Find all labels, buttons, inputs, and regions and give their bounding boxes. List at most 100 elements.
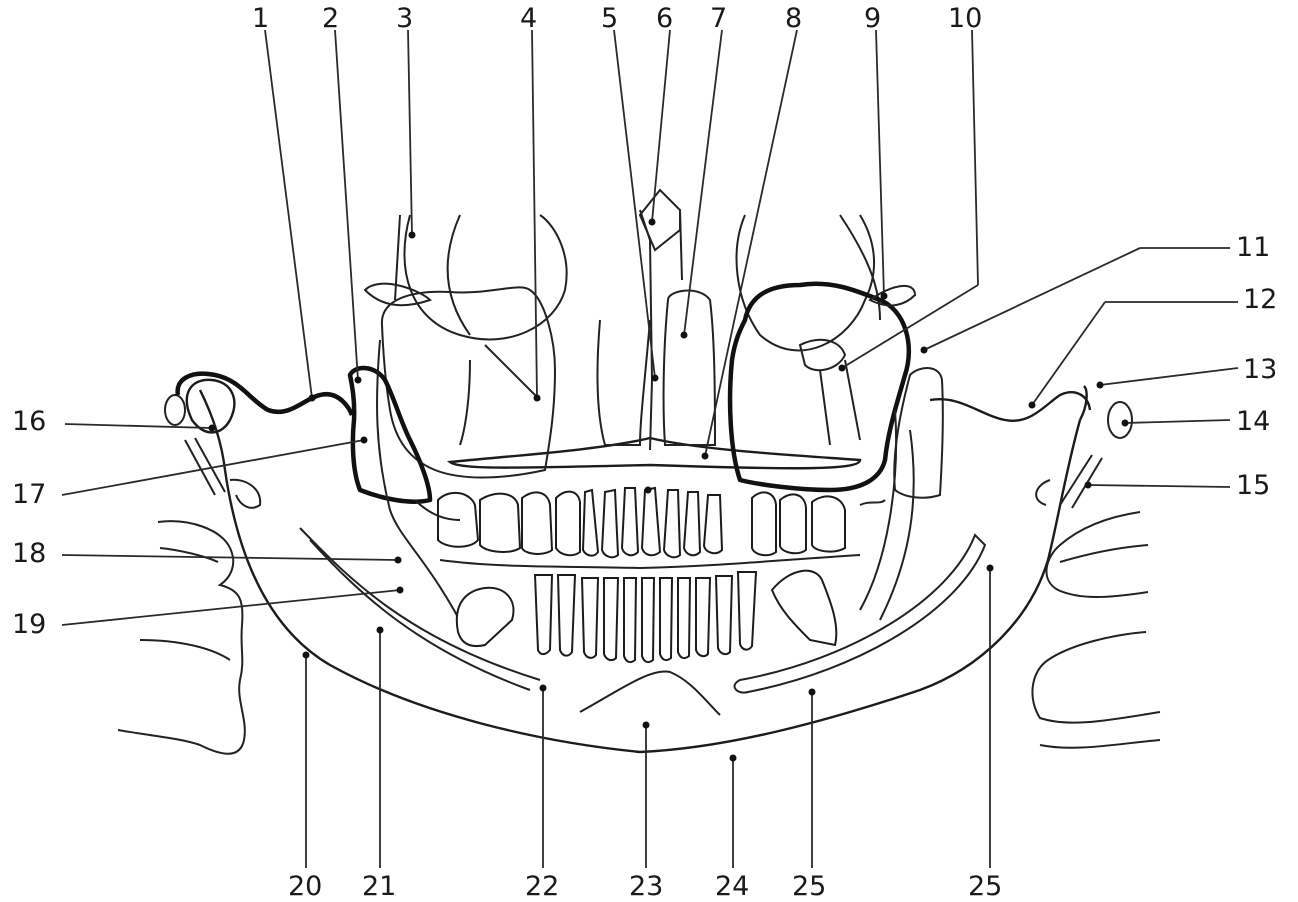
left-mastoid <box>230 480 260 508</box>
upper-teeth <box>415 488 885 557</box>
upper-tooth <box>556 492 580 556</box>
lower-tooth <box>642 578 654 662</box>
label-1: 1 <box>252 3 269 34</box>
lower-tooth <box>660 578 672 660</box>
label-15: 15 <box>1236 470 1270 501</box>
upper-tooth <box>664 490 680 557</box>
label-23: 23 <box>629 871 663 902</box>
marker-dot <box>303 652 310 659</box>
nasal-bone <box>640 190 680 250</box>
label-24: 24 <box>715 871 749 902</box>
lower-tooth <box>558 575 575 656</box>
marker-dot <box>1085 482 1092 489</box>
marker-dot <box>1122 420 1129 427</box>
left-orbit <box>404 215 566 339</box>
right-ear-lobe-shadow <box>1108 402 1132 438</box>
marker-dot <box>649 219 656 226</box>
lower-tooth <box>624 578 636 662</box>
label-5: 5 <box>601 3 618 34</box>
marker-dot <box>987 565 994 572</box>
lower-tooth <box>696 578 710 656</box>
label-21: 21 <box>362 871 396 902</box>
lower-tooth <box>582 578 598 658</box>
lower-tooth <box>772 571 836 645</box>
upper-tooth <box>522 492 552 554</box>
left-coronoid <box>377 340 470 640</box>
lower-occlusal-line <box>440 555 860 568</box>
left-orbital-floor <box>460 345 540 445</box>
marker-dot <box>309 395 316 402</box>
label-11: 11 <box>1236 232 1270 263</box>
marker-dot <box>881 293 888 300</box>
label-16: 16 <box>12 406 46 437</box>
right-mandibular-canal <box>735 535 985 693</box>
label-2: 2 <box>322 3 339 34</box>
upper-tooth <box>704 495 722 553</box>
label-12: 12 <box>1243 284 1277 315</box>
marker-dot <box>702 453 709 460</box>
marker-dot <box>377 627 384 634</box>
marker-dot <box>397 587 404 594</box>
marker-dot <box>1097 382 1104 389</box>
label-8: 8 <box>785 3 802 34</box>
upper-tooth <box>752 492 776 555</box>
right-maxillary-sinus <box>730 284 909 490</box>
marker-dot <box>643 722 650 729</box>
lower-tooth <box>716 576 732 654</box>
lower-tooth <box>678 578 690 658</box>
label-25-right: 25 <box>968 871 1002 902</box>
label-25: 25 <box>792 871 826 902</box>
upper-tooth <box>642 488 660 555</box>
left-zygomatic-arch <box>365 284 430 306</box>
upper-tooth <box>684 492 700 555</box>
left-maxillary-sinus <box>382 287 555 477</box>
label-17: 17 <box>12 479 46 510</box>
marker-dot <box>409 232 416 239</box>
marker-dot <box>652 375 659 382</box>
marker-dot <box>209 425 216 432</box>
inferior-turbinate-left <box>598 320 650 445</box>
left-ear-lobe-shadow <box>165 395 185 425</box>
label-9: 9 <box>864 3 881 34</box>
lower-tooth <box>738 572 756 650</box>
lower-tooth <box>457 588 514 646</box>
upper-tooth <box>602 490 618 557</box>
label-22: 22 <box>525 871 559 902</box>
anatomy-drawing <box>118 190 1160 754</box>
right-ramus-border <box>1080 386 1087 420</box>
lower-tooth <box>604 578 618 660</box>
label-6: 6 <box>656 3 673 34</box>
left-pterygomaxillary-fissure <box>350 368 430 502</box>
marker-dot <box>355 377 362 384</box>
marker-dot <box>1029 402 1036 409</box>
left-condyle <box>187 380 234 433</box>
hyoid-bone <box>580 672 720 715</box>
number-labels: 1 2 3 4 5 6 7 8 9 10 11 12 13 14 15 16 1… <box>12 3 1277 902</box>
upper-tooth <box>583 490 598 556</box>
label-19: 19 <box>12 609 46 640</box>
marker-dot <box>921 347 928 354</box>
label-14: 14 <box>1236 406 1270 437</box>
marker-dot <box>361 437 368 444</box>
marker-dot <box>730 755 737 762</box>
right-glenoid-fossa <box>930 392 1090 421</box>
right-mastoid <box>1036 480 1050 505</box>
label-4: 4 <box>520 3 537 34</box>
right-pterygoid-plate <box>820 360 860 445</box>
nasal-cavity <box>664 291 715 445</box>
lower-teeth <box>440 555 860 662</box>
marker-dot <box>540 685 547 692</box>
marker-dot <box>645 487 652 494</box>
label-20: 20 <box>288 871 322 902</box>
upper-tooth <box>812 496 845 551</box>
marker-dot <box>395 557 402 564</box>
label-3: 3 <box>396 3 413 34</box>
label-10: 10 <box>948 3 982 34</box>
lower-tooth <box>535 575 552 654</box>
marker-dot <box>809 689 816 696</box>
label-13: 13 <box>1243 354 1277 385</box>
hard-palate <box>450 438 860 468</box>
label-7: 7 <box>710 3 727 34</box>
label-18: 18 <box>12 538 46 569</box>
